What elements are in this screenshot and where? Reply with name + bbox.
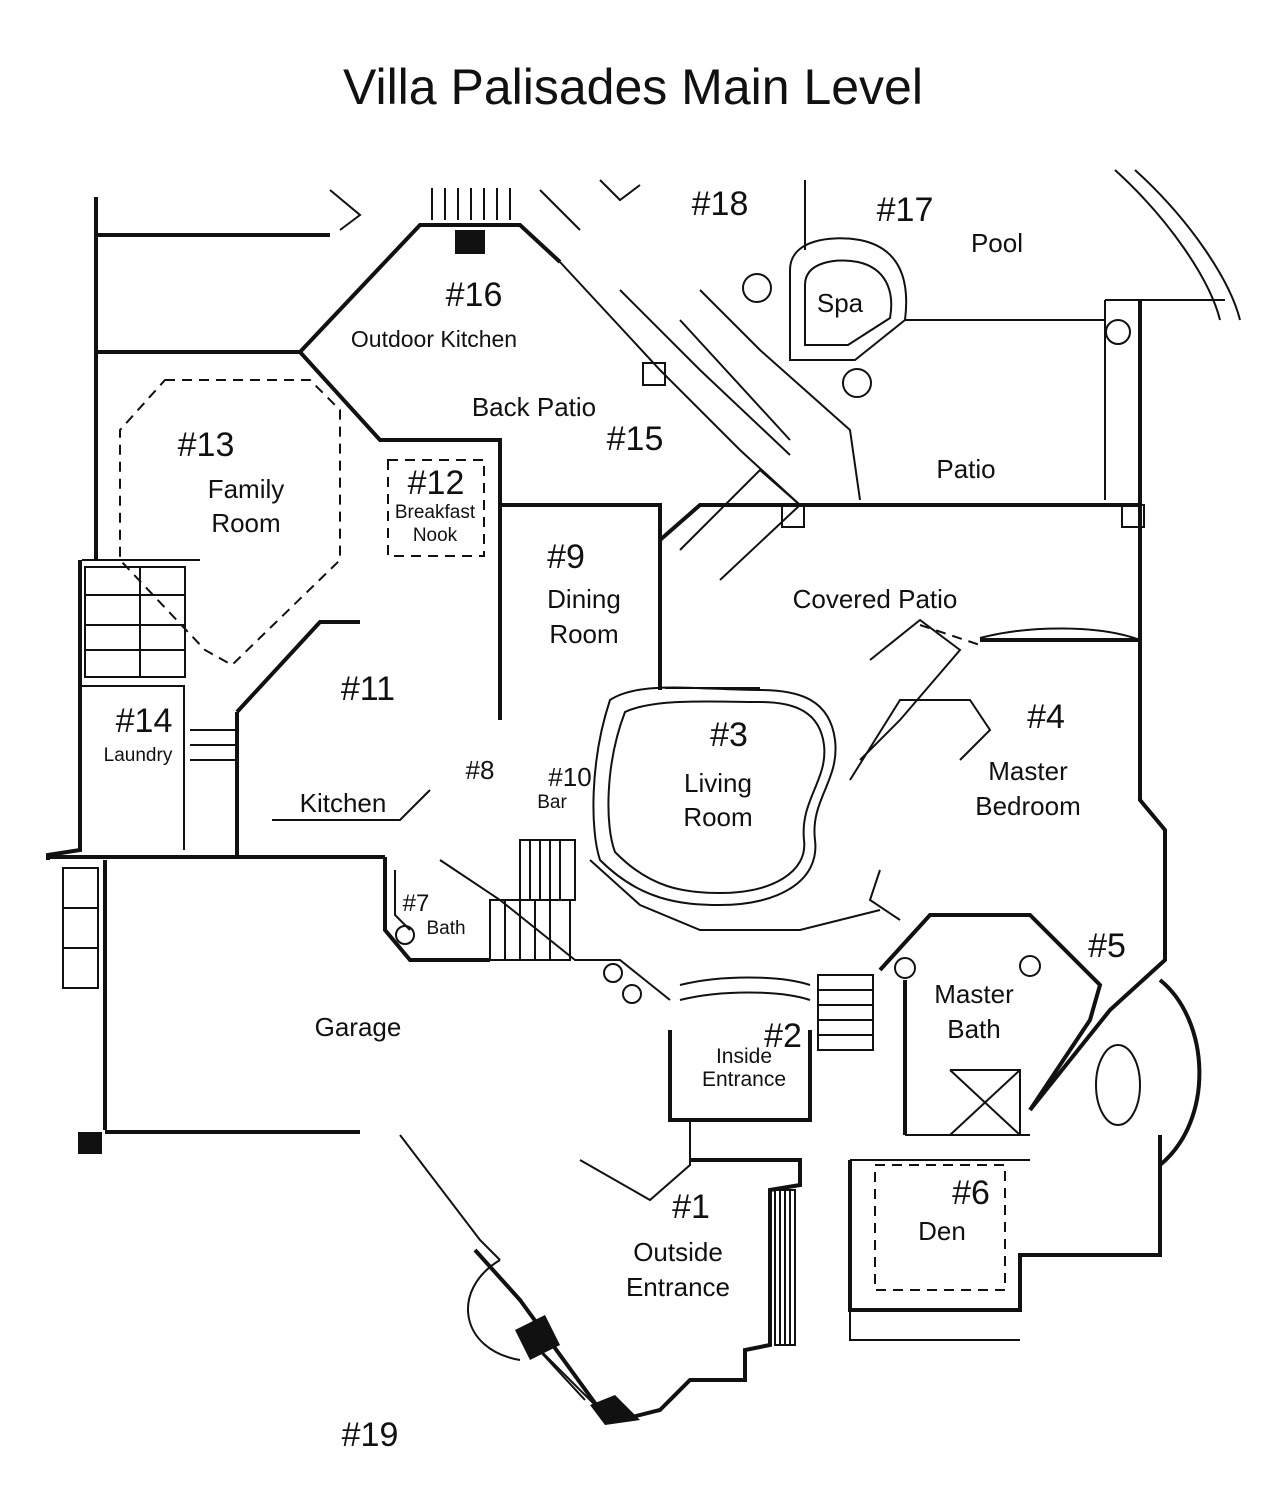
master-bath-label-2: Bath	[947, 1014, 1001, 1044]
garage-storage	[62, 867, 99, 989]
room-1-number: #1	[672, 1188, 710, 1226]
room-12-number: #12	[408, 464, 465, 502]
garage-label: Garage	[315, 1012, 402, 1042]
breakfast-nook-label-2: Nook	[413, 525, 458, 546]
room-2-number: #2	[764, 1017, 802, 1055]
family-room-label-2: Room	[211, 508, 280, 538]
spa-label: Spa	[817, 288, 864, 318]
den-label: Den	[918, 1216, 966, 1246]
family-room-label-1: Family	[208, 474, 285, 504]
covered-patio-label: Covered Patio	[793, 584, 958, 614]
outside-entrance-label-2: Entrance	[626, 1272, 730, 1302]
living-room-label-2: Room	[683, 802, 752, 832]
dining-room-label-1: Dining	[547, 584, 621, 614]
room-18-number: #18	[692, 185, 749, 223]
room-11-number: #11	[341, 670, 395, 708]
master-bedroom-label-2: Bedroom	[975, 791, 1081, 821]
master-bath-label-1: Master	[934, 979, 1014, 1009]
laundry-label: Laundry	[104, 745, 173, 766]
room-19-number: #19	[342, 1416, 399, 1454]
room-5-number: #5	[1088, 927, 1126, 965]
dashed-outlines	[119, 379, 981, 667]
room-9-number: #9	[547, 538, 585, 576]
room-8-number: #8	[466, 755, 495, 785]
dining-room-label-2: Room	[549, 619, 618, 649]
room-7-number: #7	[403, 890, 430, 917]
room-14-number: #14	[116, 702, 173, 740]
room-16-number: #16	[446, 276, 503, 314]
room-4-number: #4	[1027, 698, 1065, 736]
bar-label: Bar	[537, 792, 567, 813]
bath-label: Bath	[426, 918, 465, 939]
room-labels: #18 #17 Pool Spa #16 Outdoor Kitchen Bac…	[104, 185, 1126, 1454]
living-room-label-1: Living	[684, 768, 752, 798]
pool-label: Pool	[971, 228, 1023, 258]
back-patio-label: Back Patio	[472, 392, 596, 422]
kitchen-label: Kitchen	[300, 788, 387, 818]
master-bedroom-label-1: Master	[988, 756, 1068, 786]
breakfast-nook-label-1: Breakfast	[395, 502, 476, 523]
inside-entrance-label-2: Entrance	[702, 1068, 786, 1091]
room-6-number: #6	[952, 1174, 990, 1212]
room-10-number: #10	[548, 762, 591, 792]
walls	[46, 169, 1241, 1425]
plan-title: Villa Palisades Main Level	[343, 59, 923, 115]
outdoor-kitchen-label: Outdoor Kitchen	[351, 326, 517, 352]
room-15-number: #15	[607, 420, 664, 458]
outside-entrance-label-1: Outside	[633, 1237, 723, 1267]
inside-entrance-label-1: Inside	[716, 1045, 772, 1068]
columns	[395, 273, 1145, 1004]
room-3-number: #3	[710, 716, 748, 754]
room-13-number: #13	[178, 426, 235, 464]
room-17-number: #17	[877, 191, 934, 229]
stairs	[84, 188, 874, 1346]
patio-label: Patio	[936, 454, 995, 484]
